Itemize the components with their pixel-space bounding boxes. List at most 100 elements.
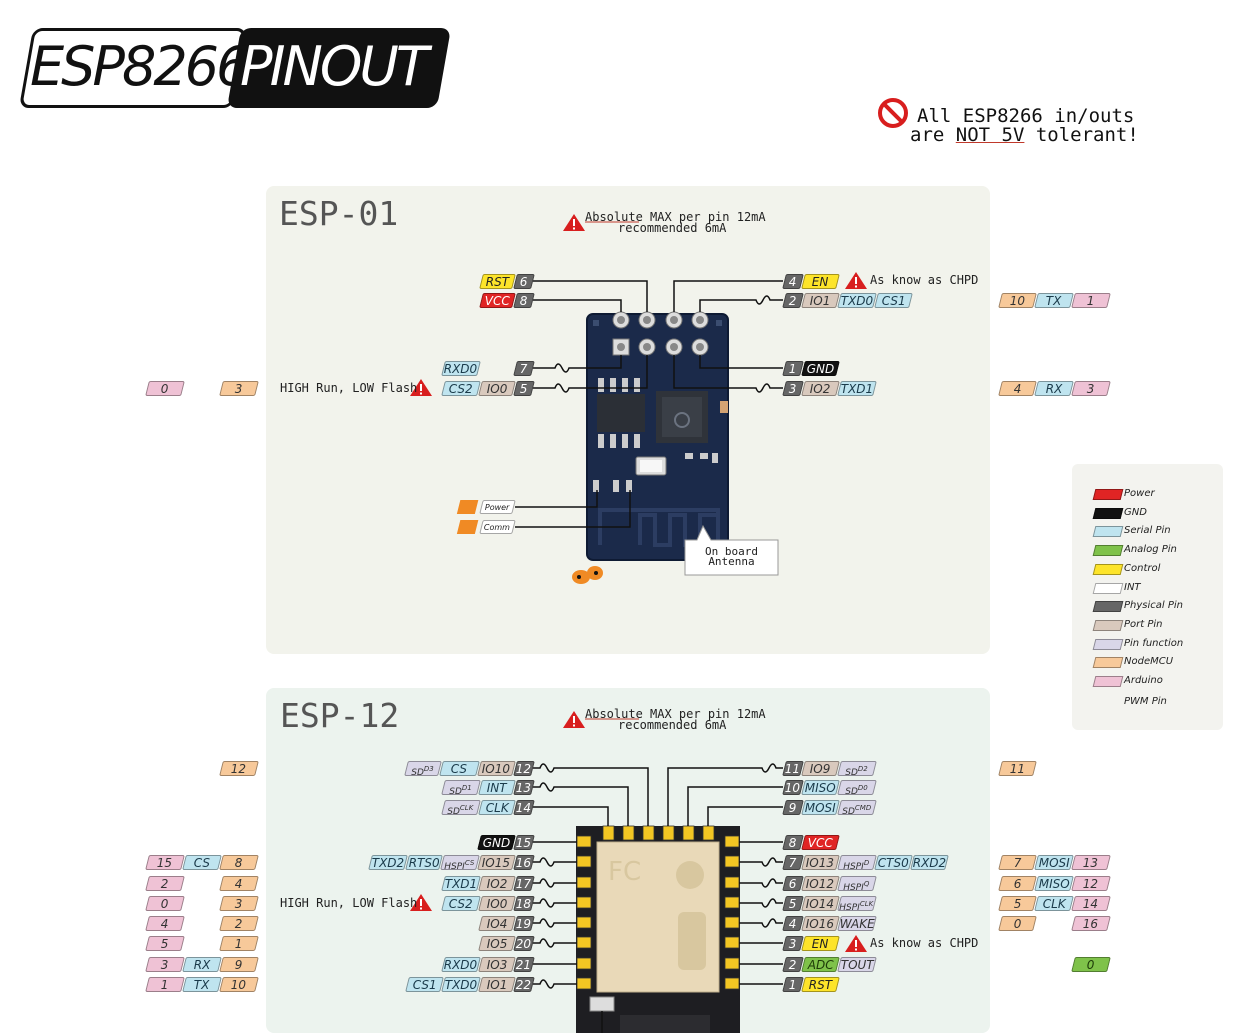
esp01-pin-label: 6 xyxy=(513,274,535,289)
esp12-pin-label: SDD2 xyxy=(837,761,877,776)
esp12-pin-label: 2 xyxy=(145,876,185,891)
esp12-pin-label: GND xyxy=(477,835,516,850)
esp01-pin-label: 4 xyxy=(998,381,1037,396)
legend-swatch xyxy=(1092,638,1124,650)
esp12-board: FC xyxy=(576,826,740,1033)
esp12-pin-label: SDCLK xyxy=(441,800,481,815)
esp12-pin-label: 5 xyxy=(145,936,185,951)
esp12-pin-label: MISO xyxy=(1034,876,1074,891)
esp01-pin-label: 7 xyxy=(513,361,535,376)
esp12-pin-label: 0 xyxy=(1071,957,1111,972)
esp12-pin-label: 3 xyxy=(145,957,185,972)
esp12-pin-label: 6 xyxy=(998,876,1037,891)
legend-label: Serial Pin xyxy=(1124,525,1171,537)
esp12-pin-label: 16 xyxy=(1071,916,1111,931)
esp01-rec-note: recommended 6mA xyxy=(618,221,727,235)
esp01-flash-note: HIGH Run, LOW Flash xyxy=(280,381,418,395)
esp12-rec-note: recommended 6mA xyxy=(618,718,727,732)
esp12-pin-label: RTS0 xyxy=(405,855,443,870)
antenna-callout xyxy=(684,524,779,576)
esp12-pin-label: CS1 xyxy=(405,977,444,992)
esp01-pin-label: TX xyxy=(1034,293,1074,308)
legend-label: Power xyxy=(1124,488,1155,499)
warning-post: tolerant! xyxy=(1024,124,1139,146)
esp01-pin-label: RX xyxy=(1034,381,1074,396)
legend-label: Physical Pin xyxy=(1124,600,1184,612)
esp12-chpd-note: As know as CHPD xyxy=(870,936,979,950)
esp12-max-note: Absolute MAX per pin 12mA xyxy=(585,707,766,721)
legend-pwm-label: PWM Pin xyxy=(1124,696,1167,707)
legend-swatch xyxy=(1092,563,1124,575)
legend-label: Arduino xyxy=(1124,675,1163,686)
esp01-pin-label: 3 xyxy=(1071,381,1111,396)
esp01-pin-label: IO2 xyxy=(801,381,840,396)
esp12-pin-label: 0 xyxy=(998,916,1037,931)
esp01-pin-label: RXD0 xyxy=(441,361,481,376)
legend-swatch xyxy=(1092,489,1124,500)
esp01-pin-label: 5 xyxy=(513,381,535,396)
esp12-pin-label: CS xyxy=(182,855,222,870)
esp12-pin-label: 14 xyxy=(1071,896,1111,911)
esp12-pin-label: IO4 xyxy=(478,916,516,931)
legend-label: Analog Pin xyxy=(1124,544,1177,556)
esp12-pin-label: 2 xyxy=(219,916,259,931)
voltage-warning: All ESP8266 in/outs are NOT 5V tolerant! xyxy=(910,107,1139,145)
esp12-pin-label: SDCMD xyxy=(837,800,877,815)
esp12-pin-label: 15 xyxy=(145,855,185,870)
esp12-pin-label: HSPID xyxy=(837,855,877,870)
esp12-abs: Absolute xyxy=(585,707,643,721)
esp12-pin-label: CLK xyxy=(478,800,516,815)
esp01-pin-label: TXD0 xyxy=(837,293,877,308)
esp12-pin-label: INT xyxy=(478,780,516,795)
warning-icon-chpd xyxy=(845,935,867,952)
esp12-pin-label: WAKE xyxy=(837,916,877,931)
esp12-pin-label: 10 xyxy=(219,977,259,992)
mascot-icon xyxy=(572,566,603,584)
legend-swatch xyxy=(1092,507,1124,519)
esp01-pin-label: GND xyxy=(801,361,840,376)
esp12-pin-label: CS xyxy=(439,761,480,776)
esp12-pin-label: IO13 xyxy=(801,855,840,870)
legend-label: Pin function xyxy=(1124,637,1184,649)
warning-icon-flash xyxy=(410,379,432,396)
esp01-abs: Absolute xyxy=(585,210,643,224)
esp12-pin-label: 3 xyxy=(219,896,259,911)
esp12-pin-label: 11 xyxy=(998,761,1037,776)
esp01-pin-label: 0 xyxy=(145,381,185,396)
esp12-flash-note: HIGH Run, LOW Flash xyxy=(280,896,418,910)
esp01-max: MAX per pin 12mA xyxy=(642,210,766,224)
esp12-pin-label: CLK xyxy=(1034,896,1074,911)
esp12-pin-label: ADC xyxy=(801,957,840,972)
legend-swatch xyxy=(1092,545,1124,557)
esp01-wires xyxy=(515,280,783,528)
esp12-pin-label: 13 xyxy=(1071,855,1111,870)
legend-swatch xyxy=(1092,676,1124,687)
esp12-pin-label: IO5 xyxy=(478,936,516,951)
esp12-pin-label: IO12 xyxy=(801,876,840,891)
legend-swatch xyxy=(1092,619,1124,631)
esp12-pin-label: SDD1 xyxy=(441,780,481,795)
esp12-pin-label: 21 xyxy=(513,957,535,972)
esp01-pin-label: VCC xyxy=(479,293,516,308)
esp12-pin-label: IO14 xyxy=(801,896,840,911)
esp01-pin-label: EN xyxy=(801,274,840,289)
esp12-pin-label: EN xyxy=(801,936,840,951)
esp12-pin-label: IO2 xyxy=(478,876,516,891)
esp12-pin-label: HSPIQ xyxy=(837,876,877,891)
esp12-pin-label: HSPICS xyxy=(440,855,480,870)
esp01-pin-label: TXD1 xyxy=(837,381,877,396)
esp12-pin-label: 12 xyxy=(219,761,259,776)
warning-line-1: All ESP8266 in/outs xyxy=(917,105,1135,127)
esp01-pin-label: 3 xyxy=(219,381,259,396)
esp12-pin-label: 20 xyxy=(513,936,535,951)
esp12-pin-label: IO3 xyxy=(478,957,516,972)
warning-pre: are xyxy=(910,124,956,146)
esp12-pin-label: 8 xyxy=(219,855,259,870)
esp12-pin-label: 19 xyxy=(513,916,535,931)
legend-label: GND xyxy=(1124,506,1147,518)
esp01-pin-label: RST xyxy=(479,274,516,289)
legend-label: INT xyxy=(1124,581,1141,593)
esp01-pin-label: CS1 xyxy=(874,293,913,308)
warning-icon-flash xyxy=(410,894,432,911)
